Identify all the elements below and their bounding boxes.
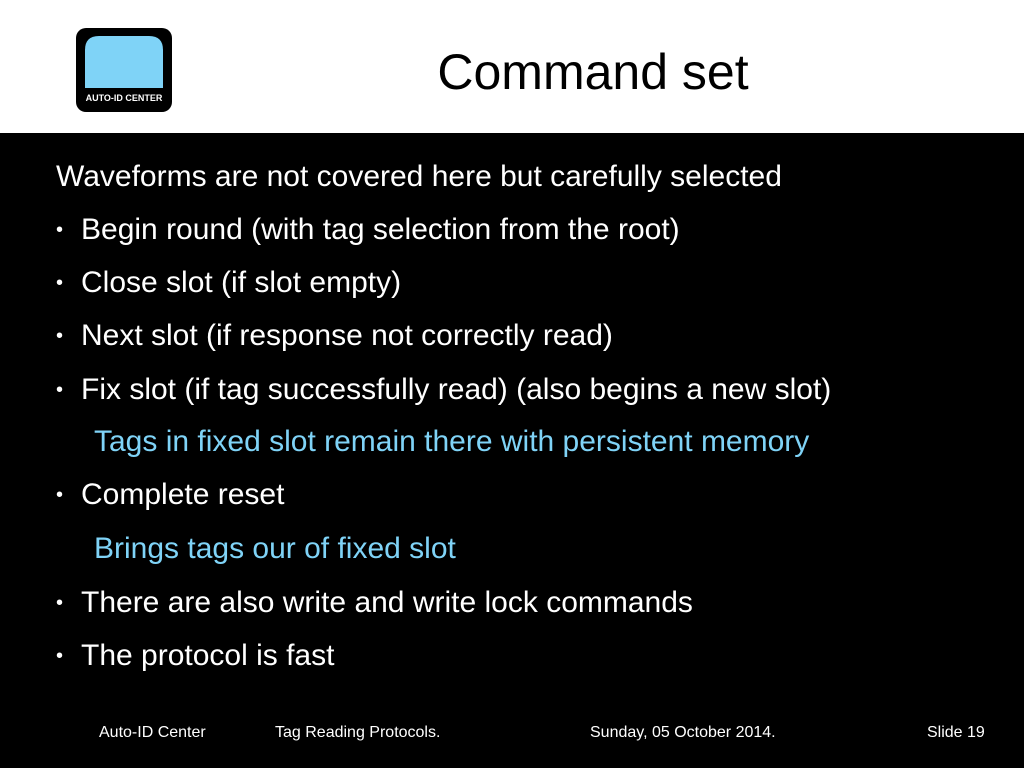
- bullet-icon: •: [56, 592, 64, 614]
- footer-slide-number: Slide 19: [927, 724, 985, 741]
- bullet-item: • Fix slot (if tag successfully read) (a…: [0, 368, 1024, 412]
- bullet-icon: •: [56, 484, 64, 506]
- auto-id-center-logo: AUTO-ID CENTER: [76, 28, 172, 112]
- bullet-item: • Close slot (if slot empty): [0, 261, 1024, 305]
- bullet-item: • The protocol is fast: [0, 634, 1024, 678]
- bullet-icon: •: [56, 379, 64, 401]
- bullet-text: Begin round (with tag selection from the…: [81, 213, 680, 246]
- bullet-text: Fix slot (if tag successfully read) (als…: [81, 373, 832, 406]
- bullet-icon: •: [56, 645, 64, 667]
- bullet-text: There are also write and write lock comm…: [81, 586, 693, 619]
- footer-topic: Tag Reading Protocols.: [275, 724, 441, 741]
- bullet-icon: •: [56, 272, 64, 294]
- bullet-item: • Complete reset: [0, 473, 1024, 517]
- bullet-text: Complete reset: [81, 478, 285, 511]
- bullet-item: • Next slot (if response not correctly r…: [0, 314, 1024, 358]
- logo-text: AUTO-ID CENTER: [86, 93, 163, 103]
- subpoint-text: Brings tags our of fixed slot: [94, 532, 456, 565]
- bullet-text: Next slot (if response not correctly rea…: [81, 319, 613, 352]
- bullet-text: The protocol is fast: [81, 639, 335, 672]
- footer-org: Auto-ID Center: [99, 724, 206, 741]
- intro-text: Waveforms are not covered here but caref…: [56, 160, 782, 193]
- bullet-icon: •: [56, 219, 64, 241]
- slide-header: AUTO-ID CENTER Command set: [0, 0, 1024, 133]
- slide-title: Command set: [437, 44, 749, 100]
- bullet-item: • Begin round (with tag selection from t…: [0, 208, 1024, 252]
- subpoint-text: Tags in fixed slot remain there with per…: [94, 425, 810, 458]
- bullet-icon: •: [56, 325, 64, 347]
- bullet-text: Close slot (if slot empty): [81, 266, 402, 299]
- bullet-item: • There are also write and write lock co…: [0, 581, 1024, 625]
- footer-date: Sunday, 05 October 2014.: [590, 724, 776, 741]
